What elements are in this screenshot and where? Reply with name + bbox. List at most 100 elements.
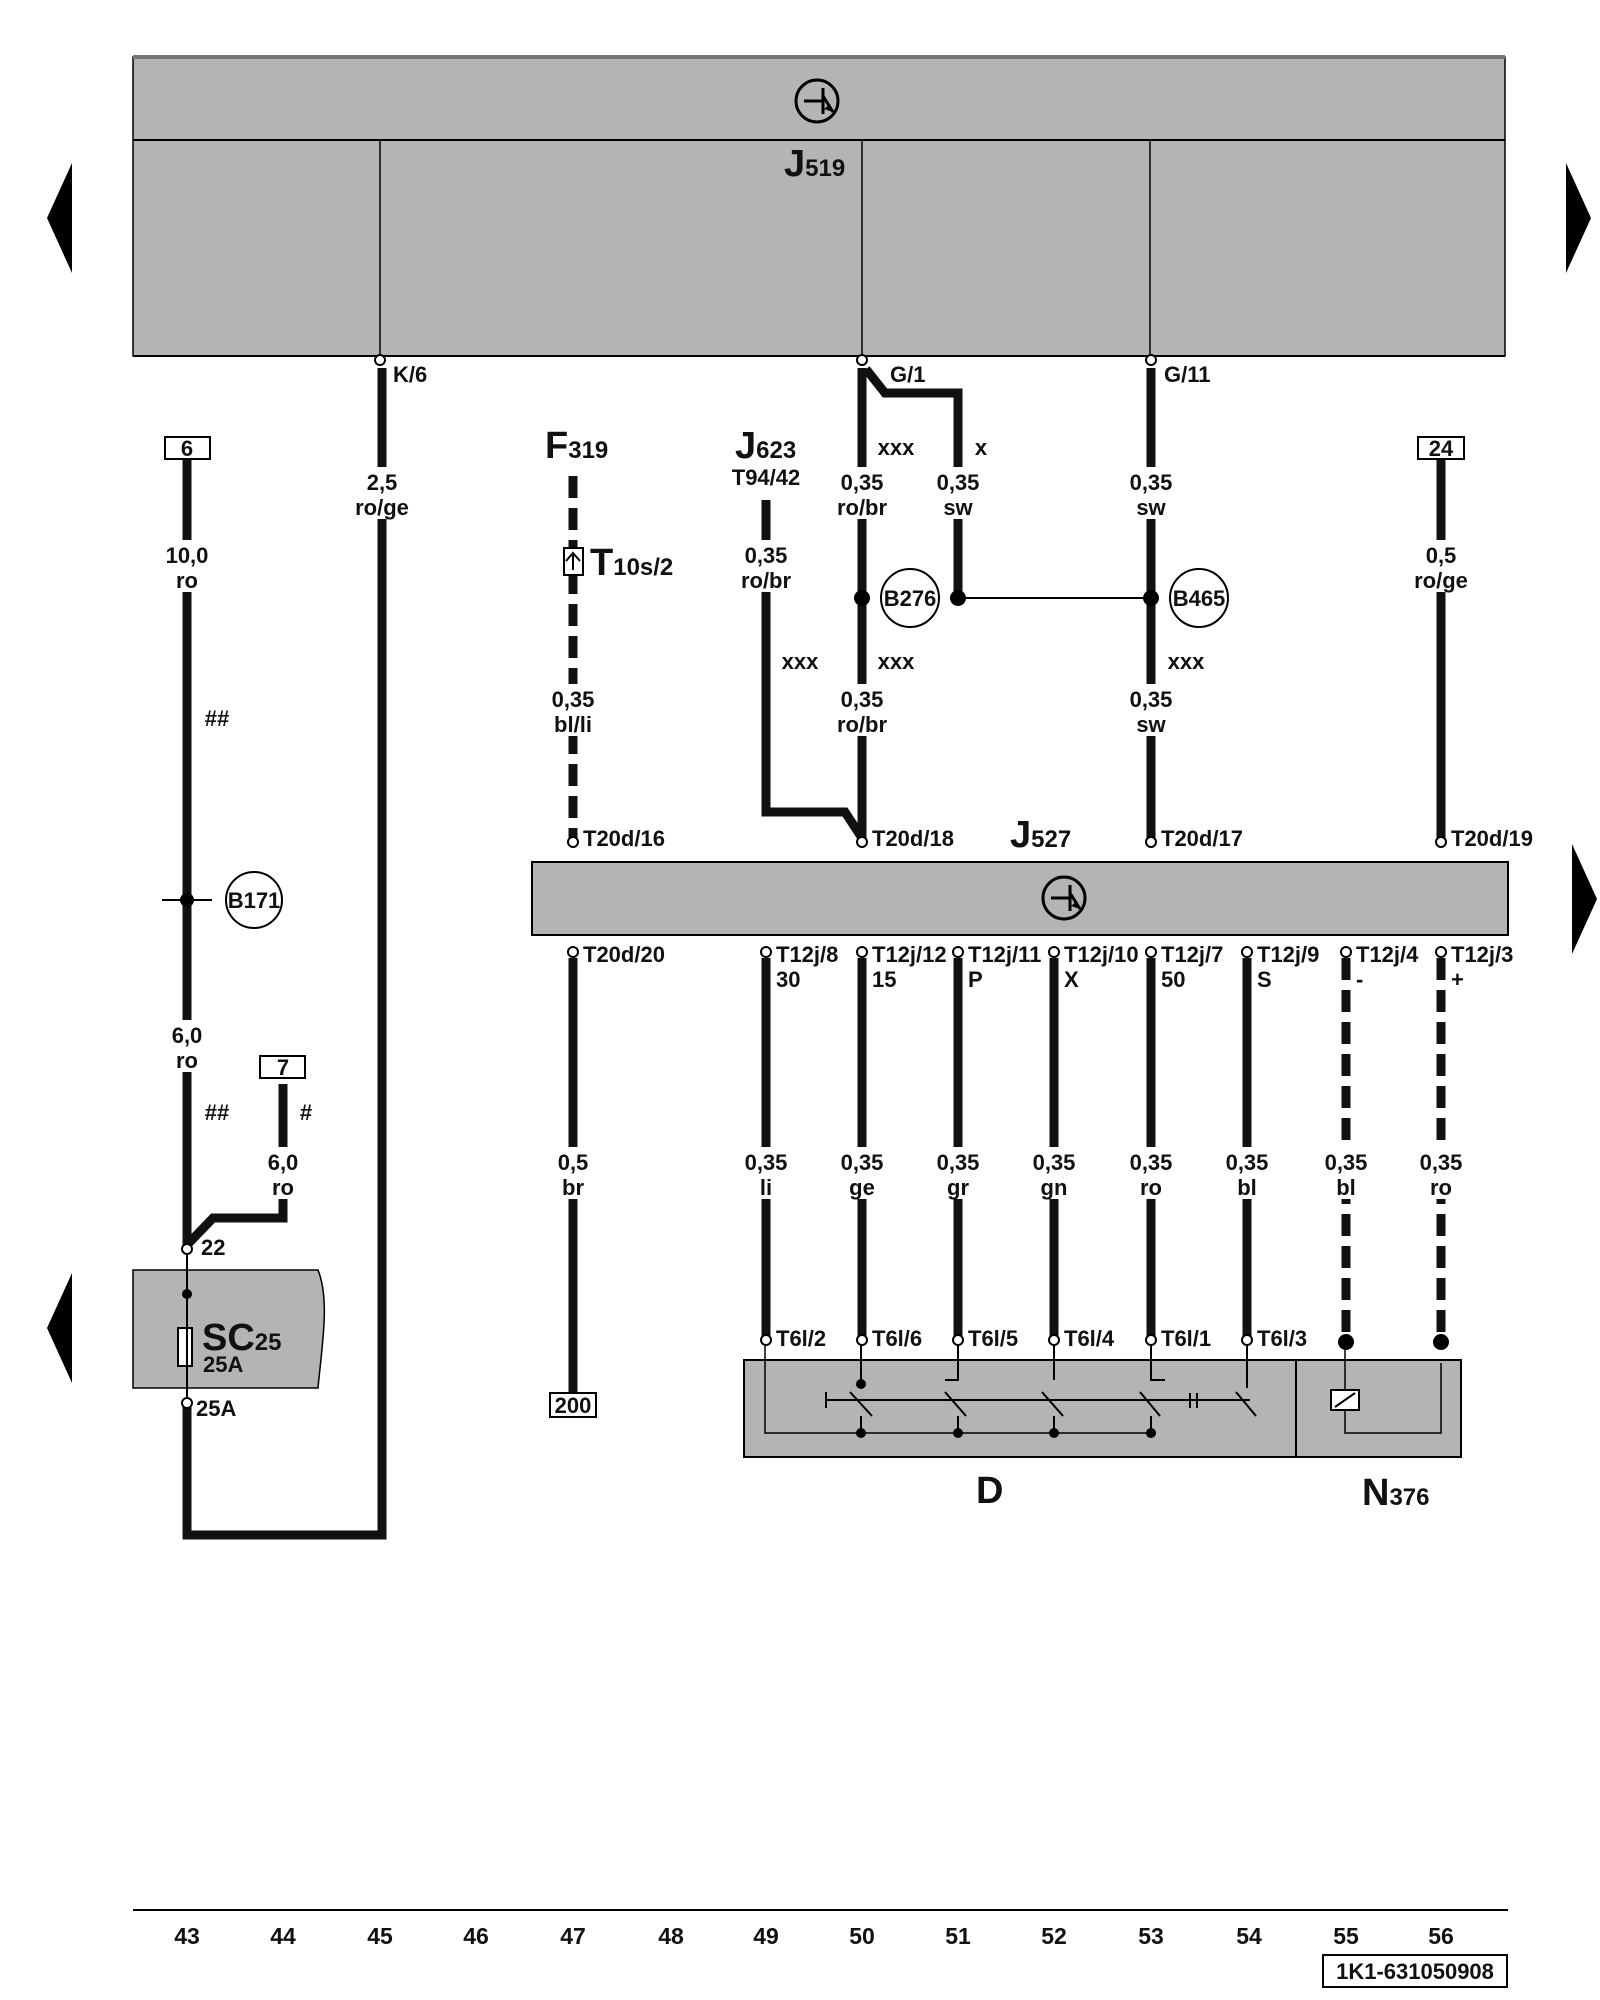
wire-color: li xyxy=(760,1175,772,1200)
j623-sub: 623 xyxy=(756,437,796,464)
pin-t20d20: T20d/20 xyxy=(583,942,665,967)
func-minus: - xyxy=(1356,967,1363,992)
func-50: 50 xyxy=(1161,967,1185,992)
func-30: 30 xyxy=(776,967,800,992)
wire-size: 0,5 xyxy=(1426,543,1457,568)
j527-label: J xyxy=(1010,814,1031,856)
pin-22: 22 xyxy=(201,1235,225,1260)
column-number: 52 xyxy=(1041,1923,1067,1949)
wire-color: ro xyxy=(176,568,198,593)
wire-color: bl xyxy=(1237,1175,1257,1200)
column-number: 45 xyxy=(367,1923,393,1949)
column-number: 48 xyxy=(658,1923,684,1949)
svg-text:F319: F319 xyxy=(545,425,608,467)
fuse-rating: 25A xyxy=(203,1352,243,1377)
wire-color: ro/br xyxy=(837,712,888,737)
column-number: 54 xyxy=(1236,1923,1262,1949)
wire-size: 0,35 xyxy=(1130,470,1173,495)
marker-hash1: # xyxy=(300,1100,312,1125)
pin-t6l2: T6l/2 xyxy=(776,1326,826,1351)
nav-left-arrow-top[interactable] xyxy=(47,163,72,273)
wire-size: 6,0 xyxy=(268,1150,299,1175)
nav-left-arrow-bottom[interactable] xyxy=(47,1273,72,1383)
wire-size: 6,0 xyxy=(172,1023,203,1048)
pin-t12j10: T12j/10 xyxy=(1064,942,1139,967)
component-d-n376: D N376 xyxy=(743,1345,1462,1514)
diagram-id: 1K1-631050908 xyxy=(1336,1959,1494,1984)
svg-text:J623: J623 xyxy=(735,425,796,467)
wire-size: 0,35 xyxy=(1226,1150,1269,1175)
ref-box-200: 200 xyxy=(549,1392,597,1418)
sc-sub: 25 xyxy=(255,1329,282,1356)
wire-color: br xyxy=(562,1175,584,1200)
func-x: X xyxy=(1064,967,1079,992)
svg-text:T10s/2: T10s/2 xyxy=(590,542,673,584)
splice-b276: B276 xyxy=(880,568,940,628)
wire-color: ro/ge xyxy=(1414,568,1468,593)
t10s-sub: 10s/2 xyxy=(613,554,673,581)
wire-color: gn xyxy=(1041,1175,1068,1200)
wire-size: 0,35 xyxy=(937,1150,980,1175)
wire-color: sw xyxy=(1136,712,1166,737)
ref-box-7: 7 xyxy=(259,1055,306,1080)
wire-size: 0,35 xyxy=(841,687,884,712)
func-p: P xyxy=(968,967,983,992)
svg-text:SC25: SC25 xyxy=(202,1317,282,1359)
column-number: 49 xyxy=(753,1923,779,1949)
svg-text:D: D xyxy=(976,1470,1003,1512)
wire-size: 0,5 xyxy=(558,1150,589,1175)
pin-t12j7: T12j/7 xyxy=(1161,942,1223,967)
pin-t12j11: T12j/11 xyxy=(968,942,1041,967)
nav-right-arrow-middle[interactable] xyxy=(1572,844,1597,954)
marker-x: x xyxy=(975,435,988,460)
diagram-id-box: 1K1-631050908 xyxy=(1322,1954,1508,1988)
wire-size: 2,5 xyxy=(367,470,398,495)
splice-b171: B171 xyxy=(225,871,283,929)
column-number: 51 xyxy=(945,1923,971,1949)
wire-size: 0,35 xyxy=(1033,1150,1076,1175)
j519-sub: 519 xyxy=(805,155,845,182)
j623-pin: T94/42 xyxy=(732,465,801,490)
splice-b465: B465 xyxy=(1169,568,1229,628)
pin-t6l5: T6l/5 xyxy=(968,1326,1018,1351)
pin-t20d19: T20d/19 xyxy=(1451,826,1533,851)
func-plus: + xyxy=(1451,967,1464,992)
module-j527: J527 xyxy=(531,814,1509,936)
wire-size: 0,35 xyxy=(841,1150,884,1175)
ref-box-24: 24 xyxy=(1417,436,1465,461)
pin-g1: G/1 xyxy=(890,362,925,387)
column-number: 46 xyxy=(463,1923,489,1949)
j623-label: J xyxy=(735,425,756,467)
nav-right-arrow-top[interactable] xyxy=(1566,163,1591,273)
n376-label: N xyxy=(1362,1472,1389,1514)
wire-size: 0,35 xyxy=(937,470,980,495)
marker-hash2: ## xyxy=(205,1100,229,1125)
wire-color: gr xyxy=(947,1175,969,1200)
ref-box-6: 6 xyxy=(164,436,211,461)
column-number: 55 xyxy=(1333,1923,1359,1949)
j519-label: J xyxy=(784,143,805,185)
pin-25a: 25A xyxy=(196,1396,236,1421)
wire-color: sw xyxy=(943,495,973,520)
wire-color: ro/br xyxy=(837,495,888,520)
column-number: 43 xyxy=(174,1923,200,1949)
wire-color: ro xyxy=(272,1175,294,1200)
wire-color: sw xyxy=(1136,495,1166,520)
wire-color: ro/ge xyxy=(355,495,409,520)
wire-size: 0,35 xyxy=(552,687,595,712)
pin-t12j3: T12j/3 xyxy=(1451,942,1513,967)
pin-t6l3: T6l/3 xyxy=(1257,1326,1307,1351)
wire-size: 0,35 xyxy=(1420,1150,1463,1175)
ref-24: 24 xyxy=(1429,436,1454,461)
b171-label: B171 xyxy=(228,888,281,913)
pin-t20d17: T20d/17 xyxy=(1161,826,1243,851)
sc-label: SC xyxy=(202,1317,255,1359)
column-number: 56 xyxy=(1428,1923,1454,1949)
wire-color: ro xyxy=(1430,1175,1452,1200)
wire-color: bl/li xyxy=(554,712,592,737)
svg-text:J519: J519 xyxy=(784,143,845,185)
marker-xxx: xxx xyxy=(1168,649,1205,674)
wire-color: ge xyxy=(849,1175,875,1200)
fuse-box-sc: SC25 25A xyxy=(132,1269,326,1389)
